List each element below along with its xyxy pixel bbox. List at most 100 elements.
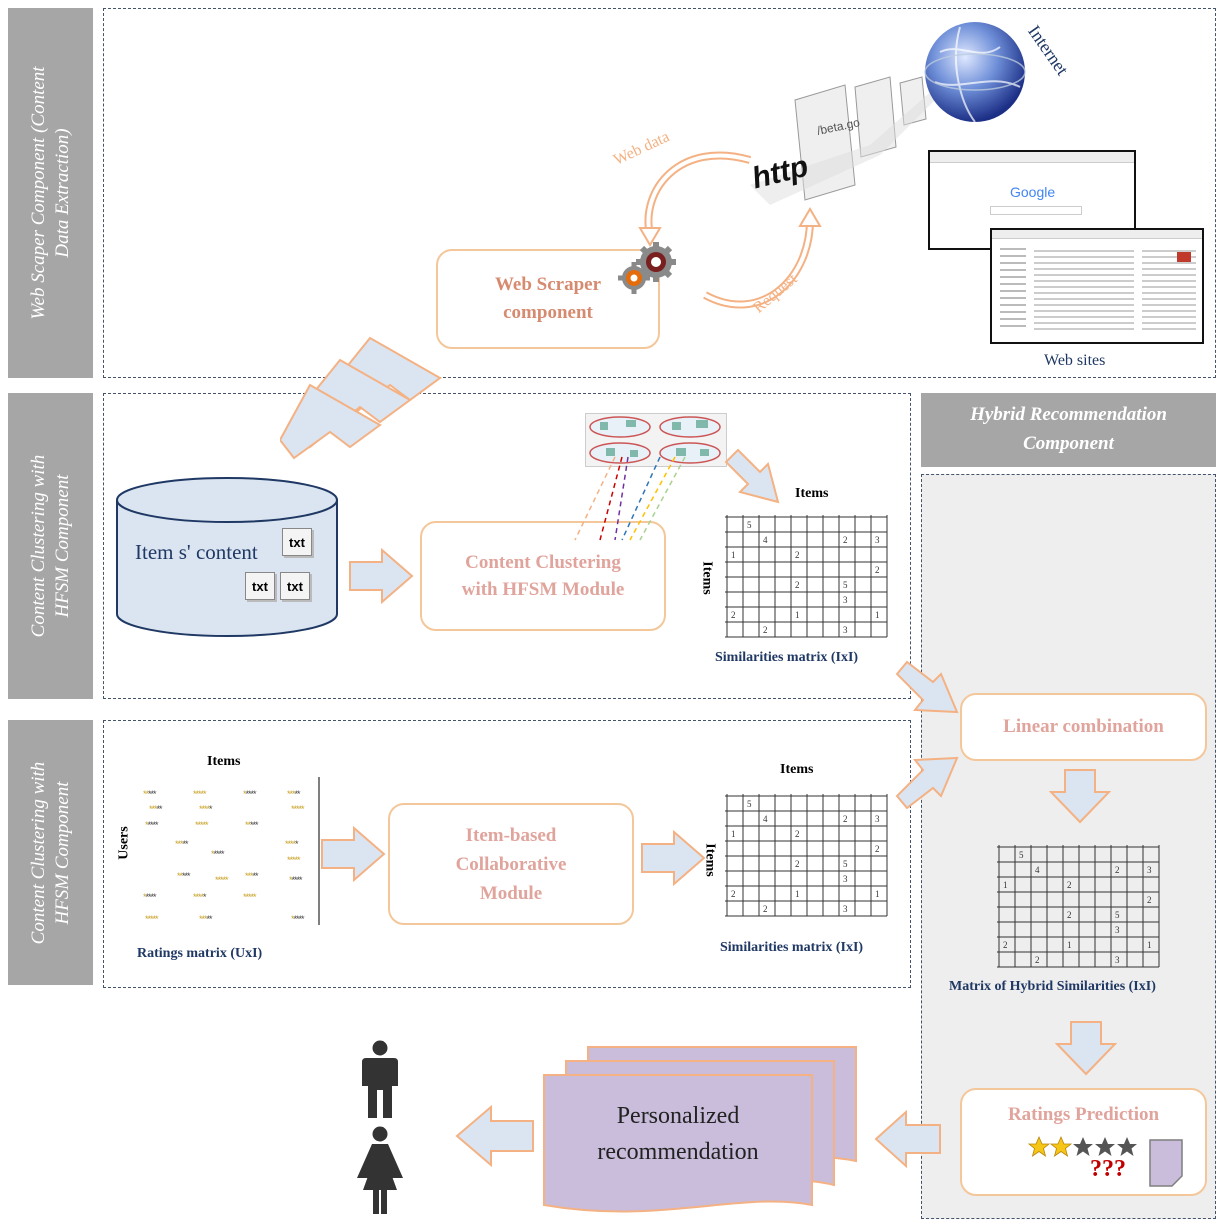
matrix-cell-value: 2 [763,904,768,914]
document-icon [1149,1139,1183,1187]
web-flow-arrows [638,151,822,309]
arrow-down-matrix-prediction [1055,1021,1117,1076]
matrix-cell-value: 1 [731,829,736,839]
matrix-cell-value: 1 [1003,880,1008,890]
matrix-cell-value: 3 [843,595,848,605]
sidebar-content-clustering-label: Content Clustering with HFSM Component [27,454,73,638]
male-user-icon [362,1040,398,1118]
collaborative-module-label: Item-based Collaborative Module [455,824,567,904]
ratings-side-label: Users [116,826,132,860]
arrow-left-output-users [455,1105,534,1167]
svg-text:*****: ***** [285,839,299,849]
matrix-cell-value: 2 [843,814,848,824]
hybrid-header [921,393,1216,467]
svg-text:*****: ***** [211,849,225,859]
svg-text:*****: ***** [245,820,259,830]
matrix-cell-value: 4 [763,535,768,545]
sidebar-content-clustering: Content Clustering with HFSM Component [8,393,93,699]
google-logo: Google [1010,184,1056,200]
personalized-documents [543,1046,857,1213]
sidebar-web-scraper-label: Web Scaper Component (Content Data Extra… [27,66,73,320]
svg-text:*****: ***** [177,871,191,881]
matrix-cell-value: 2 [763,625,768,635]
ratings-matrix: ***** ***** ***** ***** ***** ***** ****… [143,777,320,925]
arrow-up-right-to-linear [895,756,959,810]
arrow-down-right-to-linear [895,660,959,714]
svg-text:*****: ***** [193,892,207,902]
web-scraper-panel [103,8,1216,378]
content-clustering-panel [103,393,911,699]
arrow-right-ratings-module [321,826,386,882]
matrix-cell-value: 2 [1067,910,1072,920]
svg-text:*****: ***** [291,804,305,814]
arrow-left-prediction-output [874,1110,941,1168]
matrix-cell-value: 5 [1115,910,1120,920]
ratings-prediction-label: Ratings Prediction [1007,1104,1160,1125]
personalized-label: Personalized recommendation [597,1103,759,1165]
svg-text:*****: ***** [199,804,213,814]
matrix-cell-value: 2 [1035,955,1040,965]
matrix-cell-value: 2 [1067,880,1072,890]
matrix-cell-value: 2 [875,844,880,854]
svg-text:*****: ***** [149,804,163,814]
matrix-cell-value: 2 [795,829,800,839]
sidebar-collaborative: Content Clustering with HFSM Component [8,720,93,985]
globe-icon [924,22,1026,123]
hybrid-matrix-caption: Matrix of Hybrid Similarities (IxI) [949,979,1156,994]
female-user-icon [357,1126,403,1214]
matrix-cell-value: 4 [763,814,768,824]
svg-text:*****: ***** [215,875,229,885]
svg-text:*****: ***** [193,789,207,799]
svg-text:*****: ***** [287,855,301,865]
matrix-cell-value: 5 [843,580,848,590]
matrix-cell-value: 1 [1067,940,1072,950]
matrix-cell-value: 3 [1115,955,1120,965]
matrix-cell-value: 1 [795,610,800,620]
matrix-cell-value: 3 [843,874,848,884]
svg-text:*****: ***** [195,820,209,830]
matrix-cell-value: 1 [1147,940,1152,950]
matrix-cell-value: 2 [875,565,880,575]
collab-matrix-side-label: Items [702,843,718,877]
svg-text:*****: ***** [175,839,189,849]
txt-file-icon-2: txt [245,572,275,600]
web-scraper-box-label: Web Scraper component [494,274,602,323]
ratings-top-label: Items [207,754,241,769]
http-pages-icon: /beta.go [750,75,950,205]
matrix-cell-value: 5 [843,859,848,869]
matrix-cell-value: 3 [843,625,848,635]
matrix-cell-value: 3 [1115,925,1120,935]
svg-text:*****: ***** [243,892,257,902]
matrix-cell-value: 3 [843,904,848,914]
matrix-cell-value: 2 [795,859,800,869]
cluster-dashed-lines [574,456,686,541]
sidebar-collaborative-label: Content Clustering with HFSM Component [27,761,73,944]
hybrid-header-label: Hybrid Recommendation Component [970,404,1167,454]
wiki-browser-window [990,228,1204,344]
sidebar-web-scraper: Web Scaper Component (Content Data Extra… [8,8,93,378]
matrix-cell-value: 3 [875,814,880,824]
matrix-cell-value: 2 [1115,865,1120,875]
gears-icon [618,242,676,294]
matrix-cell-value: 2 [1003,940,1008,950]
svg-text:*****: ***** [289,875,303,885]
svg-text:*****: ***** [145,914,159,924]
matrix-cell-value: 5 [747,520,752,530]
web-sites-label: Web sites [1044,352,1106,369]
txt-file-icon-1: txt [282,528,312,556]
content-clustering-module-label: Content Clustering with HFSM Module [461,552,625,600]
arrow-down-right-cluster-matrix [724,448,780,504]
items-content-label: Item s' content [135,540,258,564]
matrix-cell-value: 1 [875,889,880,899]
matrix-cell-value: 5 [1019,850,1024,860]
svg-text:*****: ***** [143,892,157,902]
matrix-cell-value: 2 [843,535,848,545]
content-matrix-caption: Similarities matrix (IxI) [715,650,859,665]
txt-file-icon-3: txt [280,572,310,600]
collab-matrix-top-label: Items [780,762,814,777]
matrix-cell-value: 1 [875,610,880,620]
matrix-cell-value: 4 [1035,865,1040,875]
arrow-down-linear-matrix [1049,769,1111,824]
